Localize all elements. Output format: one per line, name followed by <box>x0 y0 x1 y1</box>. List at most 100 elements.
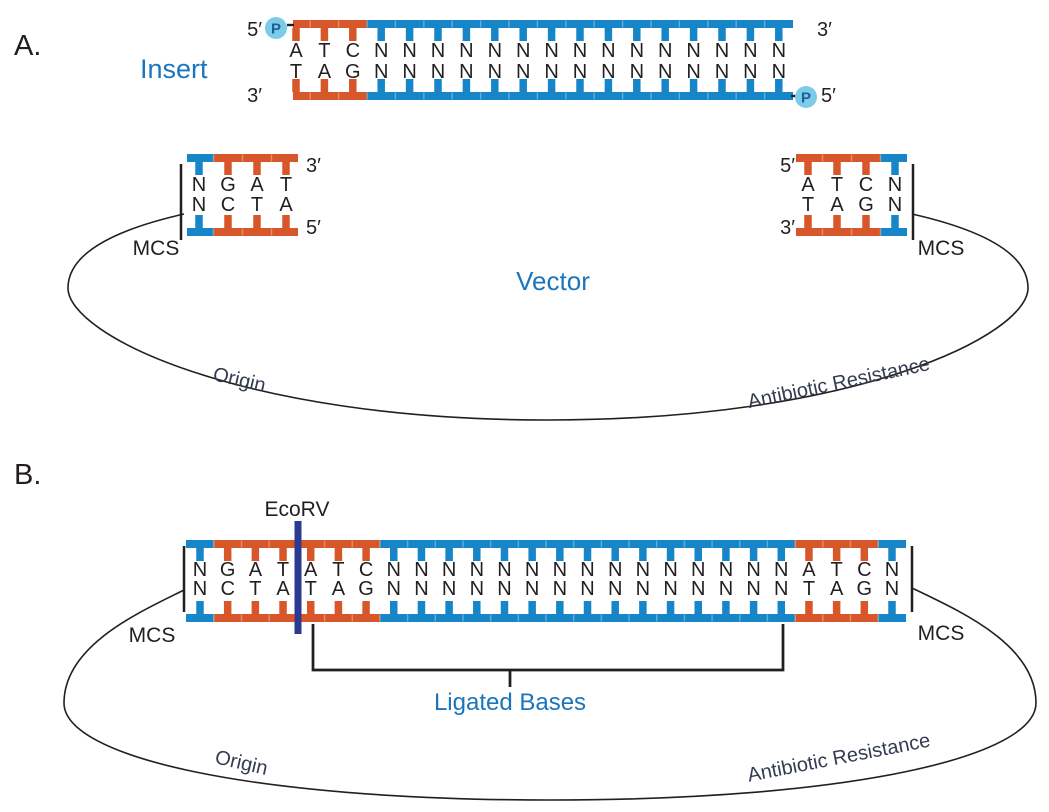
base-letter: G <box>220 559 236 581</box>
base-tick <box>279 548 287 561</box>
base-tick <box>390 548 398 561</box>
base-tick <box>604 79 613 92</box>
base-letter: N <box>525 578 539 600</box>
base-tick <box>746 79 755 92</box>
base-tick <box>417 548 426 561</box>
right-mcs-bottom-end-label: 3′ <box>780 217 795 239</box>
backbone-segment <box>187 228 214 236</box>
base-letter: N <box>630 61 644 83</box>
base-letter: N <box>580 578 594 600</box>
backbone-segment <box>293 20 367 28</box>
base-letter: N <box>743 61 757 83</box>
base-letter: N <box>686 61 700 83</box>
insert-bottom-right-end-label: 5′ <box>821 85 836 107</box>
base-letter: A <box>276 578 290 600</box>
base-letter: N <box>402 40 416 62</box>
left-mcs-label: MCS <box>133 237 180 260</box>
base-letter: T <box>831 559 843 581</box>
backbone-segment <box>878 540 906 548</box>
base-tick <box>832 548 841 561</box>
base-tick <box>306 548 315 561</box>
base-letter: N <box>193 559 207 581</box>
base-letter: A <box>249 559 263 581</box>
base-letter: A <box>289 40 303 62</box>
base-tick <box>805 548 813 561</box>
base-letter: N <box>387 578 401 600</box>
panel-a-label: A. <box>14 30 41 62</box>
base-tick <box>718 79 726 92</box>
base-tick <box>224 215 232 228</box>
base-tick <box>405 28 414 41</box>
base-letter: N <box>746 559 760 581</box>
origin-label-b: Origin <box>213 746 270 779</box>
base-tick <box>528 548 536 561</box>
backbone-segment <box>379 540 796 548</box>
base-tick <box>253 162 261 175</box>
base-tick <box>860 601 869 614</box>
ligated-bases-label: Ligated Bases <box>434 689 586 716</box>
base-letter: N <box>414 578 428 600</box>
base-letter: N <box>686 40 700 62</box>
base-letter: C <box>859 174 873 196</box>
base-tick <box>491 28 499 41</box>
base-letter: A <box>830 194 844 216</box>
base-tick <box>417 601 426 614</box>
base-tick <box>689 28 698 41</box>
base-tick <box>722 548 730 561</box>
base-tick <box>253 215 261 228</box>
base-letter: N <box>193 578 207 600</box>
base-letter: N <box>374 40 388 62</box>
backbone-segment <box>795 540 879 548</box>
base-letter: T <box>251 194 263 216</box>
base-tick <box>556 548 564 561</box>
base-tick <box>749 601 758 614</box>
base-tick <box>405 79 414 92</box>
base-letter: T <box>802 194 814 216</box>
base-letter: A <box>318 61 332 83</box>
base-tick <box>462 79 471 92</box>
base-letter: T <box>305 578 317 600</box>
base-letter: C <box>220 578 234 600</box>
base-letter: N <box>888 174 902 196</box>
backbone-segment <box>367 92 793 100</box>
backbone-segment <box>880 228 907 236</box>
base-tick <box>833 162 841 175</box>
base-tick <box>583 548 592 561</box>
insert-label: Insert <box>140 54 208 84</box>
base-tick <box>500 601 509 614</box>
ecorv-label: EcoRV <box>265 498 330 521</box>
base-letter: G <box>358 578 374 600</box>
base-letter: N <box>608 559 622 581</box>
base-tick <box>434 79 442 92</box>
base-tick <box>775 28 783 41</box>
base-tick <box>320 79 329 92</box>
base-letter: G <box>220 174 236 196</box>
base-tick <box>862 215 870 228</box>
left-mcs-bottom-end-label: 5′ <box>306 217 321 239</box>
base-letter: C <box>221 194 235 216</box>
base-letter: A <box>332 578 346 600</box>
base-letter: T <box>803 578 815 600</box>
base-tick <box>666 548 675 561</box>
base-letter: N <box>573 40 587 62</box>
backbone-segment <box>796 154 881 162</box>
base-letter: N <box>544 40 558 62</box>
base-tick <box>334 548 343 561</box>
base-letter: A <box>801 174 815 196</box>
base-letter: N <box>663 578 677 600</box>
base-letter: A <box>279 194 293 216</box>
base-tick <box>195 162 203 175</box>
base-tick <box>576 79 584 92</box>
base-tick <box>473 548 481 561</box>
base-tick <box>251 548 260 561</box>
base-tick <box>611 601 619 614</box>
base-letter: N <box>658 40 672 62</box>
base-tick <box>491 79 499 92</box>
base-letter: N <box>636 559 650 581</box>
base-tick <box>891 162 899 175</box>
base-letter: N <box>414 559 428 581</box>
base-tick <box>390 601 398 614</box>
